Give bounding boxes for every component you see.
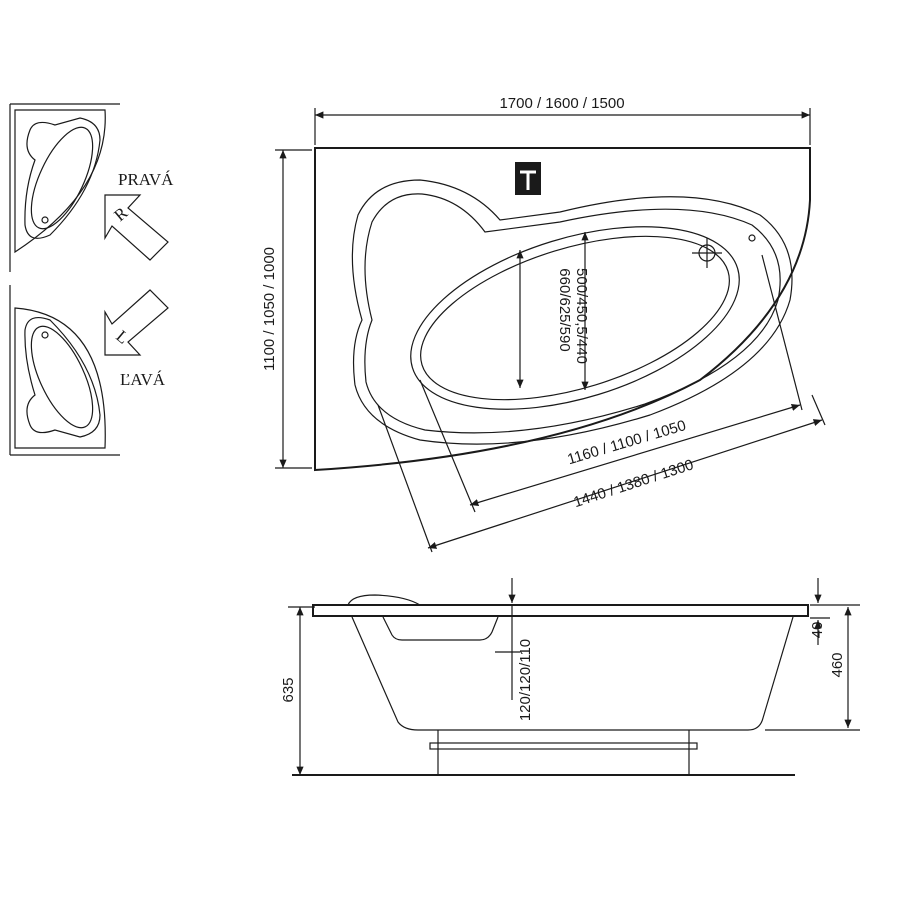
overall-width-label: 1100 / 1050 / 1000 [261,247,278,371]
tub-depth-label: 460 [829,652,846,677]
left-arrow-icon: L [104,289,169,356]
inner-width-bottom-label: 500/450,5/440 [573,268,590,364]
right-arrow-letter: R [110,203,131,225]
outer-diagonal-label: 1440 / 1380 / 1300 [571,456,695,511]
side-view [292,594,809,776]
total-height-label: 635 [280,677,297,702]
left-variant-thumbnail [9,285,120,456]
inner-length-label: 1160 / 1100 / 1050 [565,417,688,468]
inner-width-top-label: 660/625/590 [556,268,573,351]
drain-icon [692,238,722,268]
left-variant-label: ĽAVÁ [120,370,166,389]
faucet-symbol [520,170,536,190]
right-variant-thumbnail [9,103,120,272]
rim-thickness-label: 40 [809,622,826,639]
right-variant-label: PRAVÁ [118,170,174,189]
seat-depth-label: 120/120/110 [517,639,534,721]
right-arrow-icon: R [104,194,169,261]
overall-length-label: 1700 / 1600 / 1500 [499,95,624,112]
